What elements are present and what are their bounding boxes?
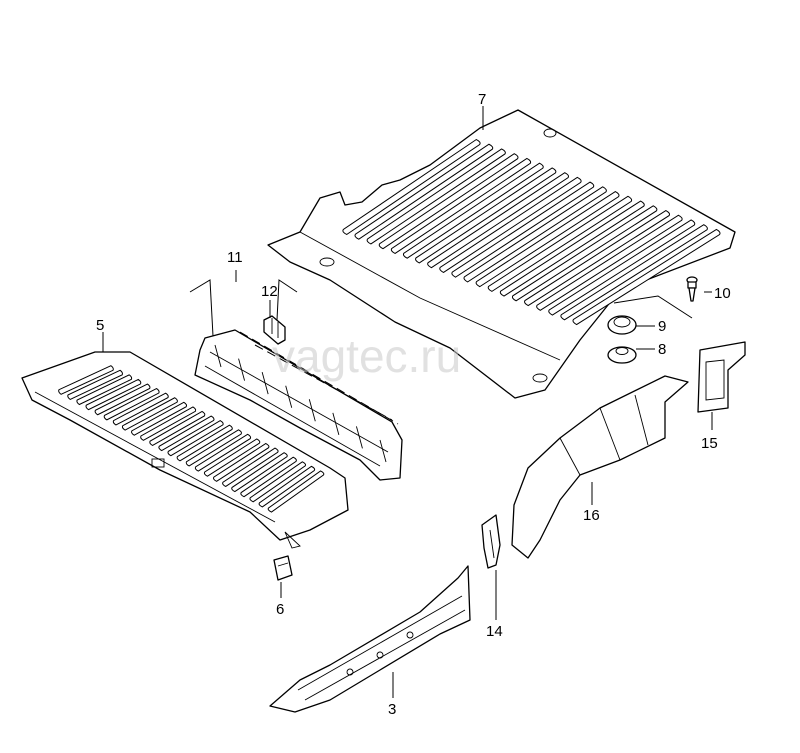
floor-rib: [240, 456, 297, 498]
part-5-ribs: [58, 365, 325, 513]
callout-15: 15: [701, 435, 718, 452]
callout-8: 8: [658, 341, 666, 358]
part-10-screw[interactable]: [686, 276, 698, 302]
part-11-cross-member[interactable]: [194, 329, 403, 481]
floor-rib: [390, 157, 532, 255]
part-6-clip[interactable]: [273, 555, 293, 581]
callout-3: 3: [388, 701, 396, 718]
cross-member-stiffener: [238, 358, 246, 381]
floor-rib: [560, 224, 708, 321]
floor-rib: [366, 148, 506, 245]
cross-member-stiffener: [332, 412, 340, 435]
part-9-grommet[interactable]: [607, 315, 637, 335]
leader-lines: [102, 106, 713, 698]
part-14-bracket[interactable]: [481, 514, 501, 569]
floor-rib: [76, 374, 133, 406]
floor-rib: [58, 365, 114, 395]
floor-rib: [176, 424, 233, 462]
callout-5: 5: [96, 317, 104, 334]
floor-rib: [342, 138, 481, 236]
floor-rib: [258, 465, 316, 508]
floor-rib: [149, 410, 206, 447]
floor-rib: [140, 406, 197, 441]
part-3-side-member[interactable]: [269, 565, 471, 713]
floor-rib: [463, 186, 607, 283]
part-15-plate[interactable]: [697, 341, 746, 413]
cross-member-stiffener: [308, 399, 316, 422]
floor-rib: [427, 172, 569, 269]
callout-11: 11: [227, 249, 243, 266]
callout-7: 7: [478, 91, 486, 108]
callout-9: 9: [658, 318, 666, 335]
floor-rib: [511, 205, 658, 302]
floor-rib: [121, 397, 178, 431]
floor-rib: [231, 452, 288, 493]
callout-16: 16: [583, 507, 600, 524]
floor-rib: [548, 219, 696, 316]
cross-member-stiffener: [261, 372, 269, 395]
floor-rib: [378, 153, 519, 250]
watermark-text: vagtec.ru: [272, 330, 461, 382]
floor-rib: [222, 447, 279, 488]
floor-rib: [415, 167, 557, 264]
floor-rib: [354, 143, 494, 240]
callout-14: 14: [486, 623, 503, 640]
floor-rib: [499, 200, 645, 297]
floor-rib: [402, 162, 544, 259]
cross-member-stiffener: [355, 426, 363, 449]
floor-rib: [572, 228, 721, 326]
floor-rib: [475, 191, 620, 288]
cross-member-stiffener: [379, 439, 387, 463]
floor-rib: [158, 415, 215, 452]
floor-rib: [249, 461, 307, 503]
floor-rib: [131, 401, 188, 436]
floor-rib: [85, 378, 142, 411]
floor-rib: [94, 383, 151, 416]
callout-labels: 3 5 6 7 8 9 10 11 12 14 15 16: [96, 91, 731, 718]
floor-rib: [167, 420, 224, 457]
floor-rib: [185, 429, 242, 467]
floor-rib: [103, 388, 160, 421]
cross-member-stiffener: [285, 385, 293, 408]
callout-6: 6: [276, 601, 284, 618]
part-12-bracket[interactable]: [263, 315, 286, 345]
floor-rib: [267, 470, 325, 513]
floor-rib: [112, 392, 169, 426]
callout-10: 10: [714, 285, 731, 302]
cross-member-stiffener: [214, 344, 222, 368]
floor-rib: [487, 195, 633, 292]
floor-rib: [439, 176, 582, 273]
floor-rib: [213, 442, 270, 482]
part-11-stiffeners: [214, 344, 387, 463]
part-16-wheel-housing[interactable]: [511, 375, 689, 559]
floor-rib: [451, 181, 595, 278]
floor-rib: [67, 369, 123, 400]
floor-rib: [194, 433, 252, 472]
floor-rib: [203, 438, 261, 477]
part-5-floor-section[interactable]: [21, 351, 349, 549]
part-8-plug[interactable]: [607, 346, 637, 364]
floor-rib: [536, 214, 683, 311]
part-7-ribs: [342, 138, 721, 326]
floor-rib: [524, 209, 670, 307]
part-7-rear-floor-panel[interactable]: [267, 109, 736, 399]
callout-12: 12: [261, 283, 278, 300]
